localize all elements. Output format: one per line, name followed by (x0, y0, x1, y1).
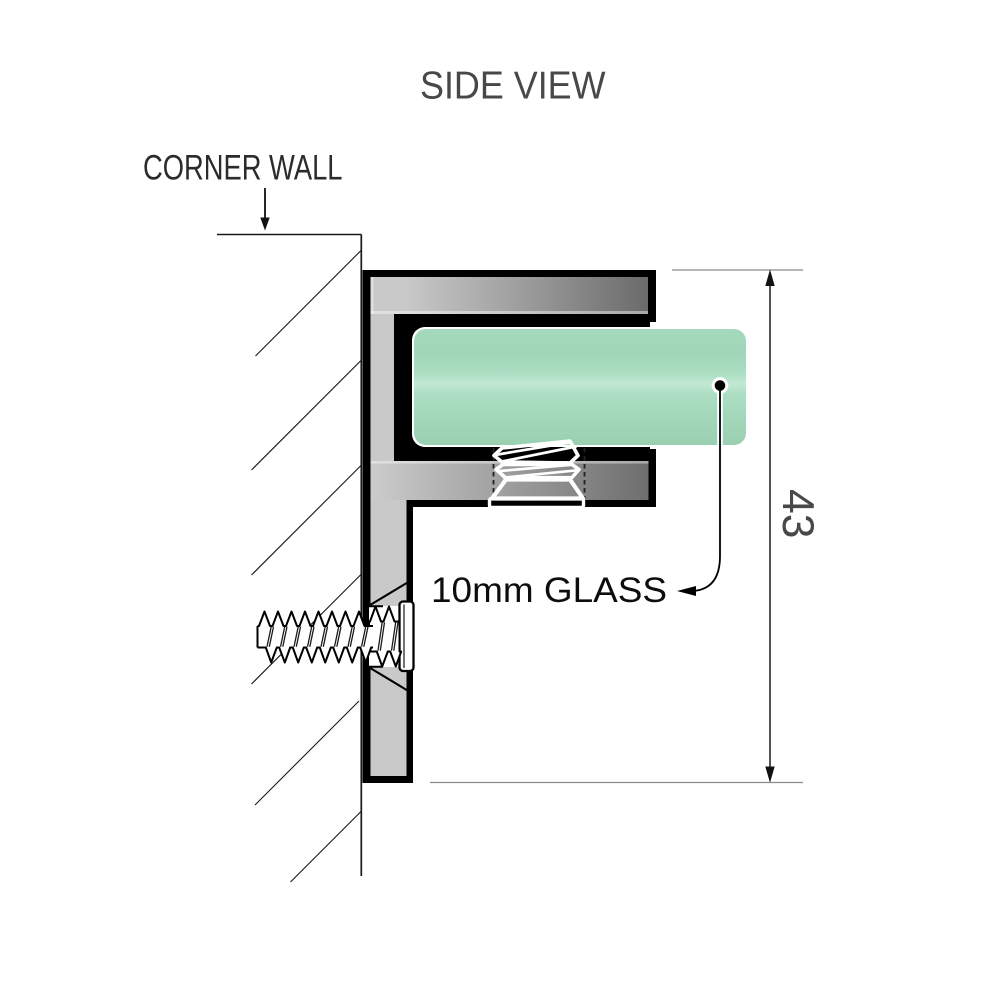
svg-text:10mm GLASS: 10mm GLASS (431, 571, 667, 610)
svg-text:SIDE VIEW: SIDE VIEW (420, 65, 606, 108)
svg-text:43: 43 (773, 489, 822, 539)
svg-text:CORNER WALL: CORNER WALL (143, 149, 343, 188)
